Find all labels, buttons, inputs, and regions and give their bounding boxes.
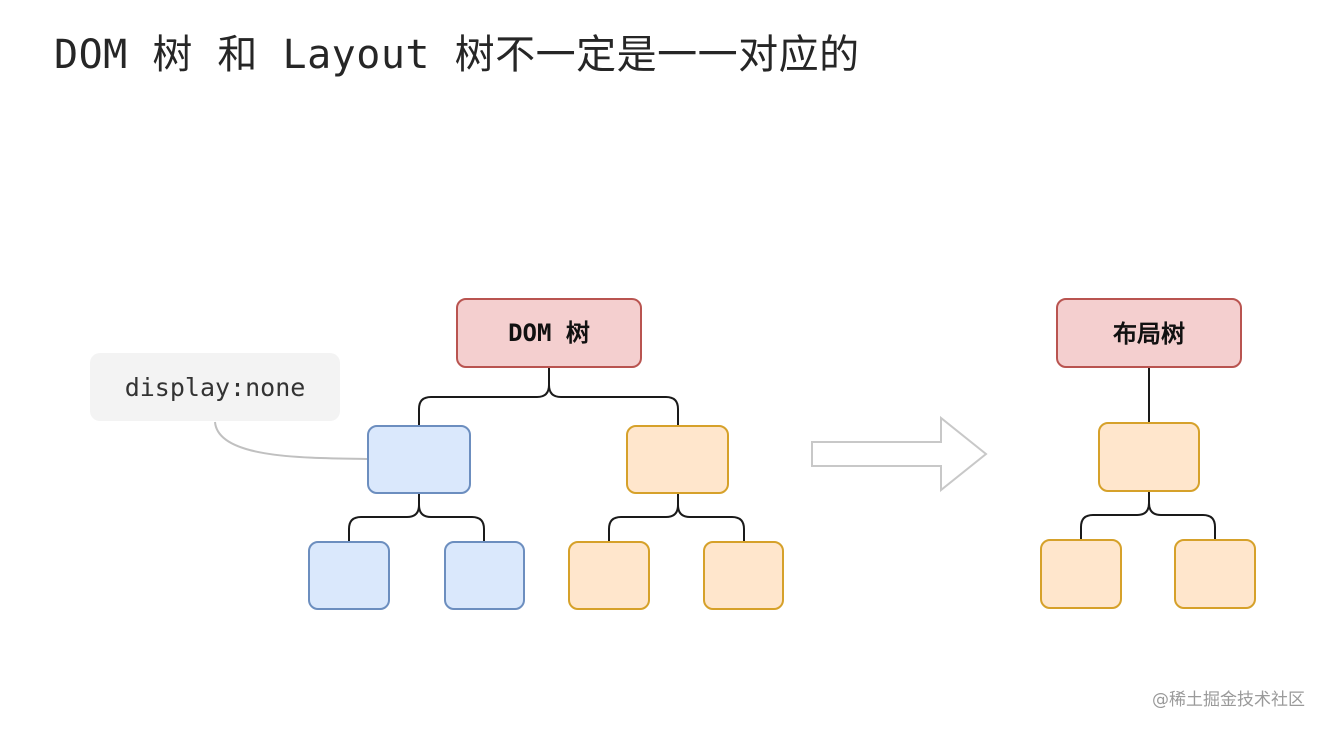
- dom-root-node: [456, 298, 642, 368]
- callout-connector: [214, 421, 369, 460]
- dom-root-label: DOM 树: [508, 319, 590, 347]
- layout-leaf-2: [1174, 539, 1256, 609]
- dom-leaf-hidden-2: [444, 541, 525, 610]
- dom-leaf-visible-1: [568, 541, 650, 610]
- display-none-callout: display:none: [90, 353, 340, 421]
- dom-node-hidden: [367, 425, 471, 494]
- layout-node: [1098, 422, 1200, 492]
- slide-title: DOM 树 和 Layout 树不一定是一一对应的: [54, 32, 860, 78]
- layout-leaf-1: [1040, 539, 1122, 609]
- dom-tree-connectors: [348, 367, 745, 542]
- callout-text: display:none: [124, 372, 306, 402]
- dom-leaf-hidden-1: [308, 541, 390, 610]
- dom-leaf-visible-2: [703, 541, 784, 610]
- dom-node-visible: [626, 425, 729, 494]
- layout-root-label: 布局树: [1113, 320, 1185, 348]
- layout-root-node: [1056, 298, 1242, 368]
- layout-tree-connectors: [1080, 367, 1216, 540]
- transform-arrow: [811, 415, 988, 493]
- watermark: @稀土掘金技术社区: [1152, 690, 1305, 710]
